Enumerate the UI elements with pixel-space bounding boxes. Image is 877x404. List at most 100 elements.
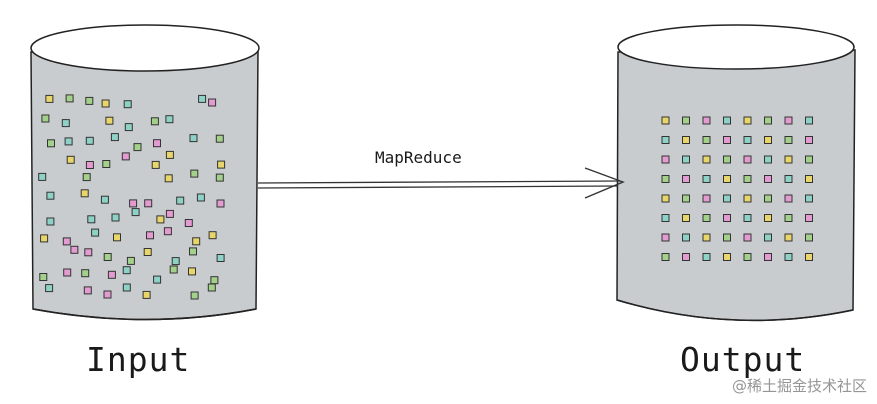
output-item-square bbox=[805, 194, 813, 203]
output-label: Output bbox=[680, 340, 806, 379]
input-item-square bbox=[176, 196, 185, 205]
output-item-square bbox=[743, 116, 752, 125]
input-item-square bbox=[123, 100, 132, 109]
output-item-square bbox=[784, 253, 793, 261]
input-item-square bbox=[61, 119, 70, 128]
output-item-square bbox=[784, 233, 793, 242]
output-item-square bbox=[743, 155, 752, 164]
output-item-square bbox=[805, 155, 813, 164]
input-item-square bbox=[215, 134, 224, 143]
output-item-square bbox=[702, 175, 711, 183]
input-item-square bbox=[153, 139, 161, 148]
output-item-square bbox=[702, 116, 711, 125]
input-item-square bbox=[64, 137, 73, 146]
output-item-square bbox=[784, 214, 793, 222]
input-item-square bbox=[156, 215, 165, 224]
input-item-square bbox=[153, 275, 162, 284]
input-item-square bbox=[85, 136, 94, 145]
output-item-square bbox=[661, 116, 670, 125]
input-item-square bbox=[40, 234, 49, 243]
input-item-square bbox=[62, 237, 71, 246]
output-item-square bbox=[682, 175, 690, 183]
output-item-square bbox=[723, 214, 731, 222]
output-item-square bbox=[784, 155, 793, 164]
input-item-square bbox=[143, 248, 152, 256]
output-item-square bbox=[682, 136, 690, 144]
input-item-square bbox=[70, 245, 79, 254]
input-item-square bbox=[121, 152, 130, 161]
input-item-square bbox=[208, 231, 217, 240]
arrow-head bbox=[584, 167, 625, 199]
input-item-square bbox=[103, 290, 112, 299]
output-item-square bbox=[723, 155, 731, 164]
output-item-square bbox=[723, 136, 731, 144]
output-item-square bbox=[661, 155, 670, 164]
input-item-square bbox=[100, 195, 109, 204]
input-item-square bbox=[169, 265, 178, 274]
input-item-square bbox=[66, 155, 75, 164]
input-item-square bbox=[129, 199, 138, 208]
output-cylinder-bottom-edge bbox=[616, 299, 854, 322]
output-item-square bbox=[702, 253, 711, 261]
input-item-square bbox=[210, 276, 219, 285]
output-item-square bbox=[743, 233, 752, 242]
output-item-square bbox=[723, 253, 731, 261]
input-item-square bbox=[216, 199, 225, 208]
input-item-square bbox=[63, 268, 72, 277]
output-item-square bbox=[764, 175, 772, 183]
output-item-square bbox=[702, 194, 711, 203]
output-item-square bbox=[682, 116, 690, 125]
input-item-square bbox=[165, 209, 174, 218]
output-item-square bbox=[661, 194, 670, 203]
output-item-square bbox=[805, 116, 813, 125]
input-item-square bbox=[46, 217, 55, 226]
output-item-square bbox=[805, 253, 813, 261]
output-item-square bbox=[805, 175, 813, 183]
output-item-square bbox=[661, 136, 670, 144]
output-item-square bbox=[764, 233, 772, 242]
input-item-square bbox=[39, 273, 48, 281]
output-item-square bbox=[723, 233, 731, 242]
input-item-square bbox=[46, 191, 55, 200]
input-item-square bbox=[124, 123, 133, 132]
input-label: Input bbox=[86, 340, 191, 379]
output-cylinder-top bbox=[617, 24, 855, 70]
output-item-square bbox=[784, 136, 793, 144]
output-item-square bbox=[661, 214, 670, 222]
input-item-square bbox=[215, 173, 224, 182]
input-item-square bbox=[65, 94, 74, 103]
output-item-square bbox=[764, 136, 772, 144]
input-item-square bbox=[103, 253, 112, 261]
output-item-square bbox=[682, 194, 690, 203]
output-item-square bbox=[764, 155, 772, 164]
input-item-square bbox=[45, 94, 54, 103]
output-item-square bbox=[682, 253, 690, 261]
output-item-square bbox=[661, 175, 670, 183]
input-item-square bbox=[133, 143, 142, 152]
output-item-square bbox=[784, 116, 793, 125]
input-item-square bbox=[188, 267, 196, 276]
input-item-square bbox=[216, 254, 225, 262]
output-item-square bbox=[805, 214, 813, 222]
watermark: @稀土掘金技术社区 bbox=[731, 377, 867, 395]
output-cylinder-body bbox=[616, 49, 856, 322]
input-item-square bbox=[142, 290, 151, 299]
input-item-square bbox=[105, 116, 114, 125]
input-item-square bbox=[207, 283, 216, 292]
input-item-square bbox=[80, 189, 89, 198]
input-item-square bbox=[102, 160, 111, 168]
arrow-shaft bbox=[257, 180, 621, 189]
input-cylinder bbox=[30, 24, 260, 321]
input-item-square bbox=[165, 150, 174, 159]
scattered-squares-icon bbox=[38, 94, 226, 300]
output-item-square bbox=[661, 233, 670, 242]
input-item-square bbox=[101, 99, 110, 108]
input-item-square bbox=[110, 133, 119, 142]
output-item-square bbox=[702, 155, 711, 164]
input-cylinder-body bbox=[30, 49, 259, 321]
output-item-square bbox=[723, 175, 731, 183]
output-item-square bbox=[723, 194, 731, 203]
output-item-square bbox=[702, 233, 711, 242]
input-item-square bbox=[171, 257, 180, 266]
input-item-square bbox=[82, 173, 91, 182]
